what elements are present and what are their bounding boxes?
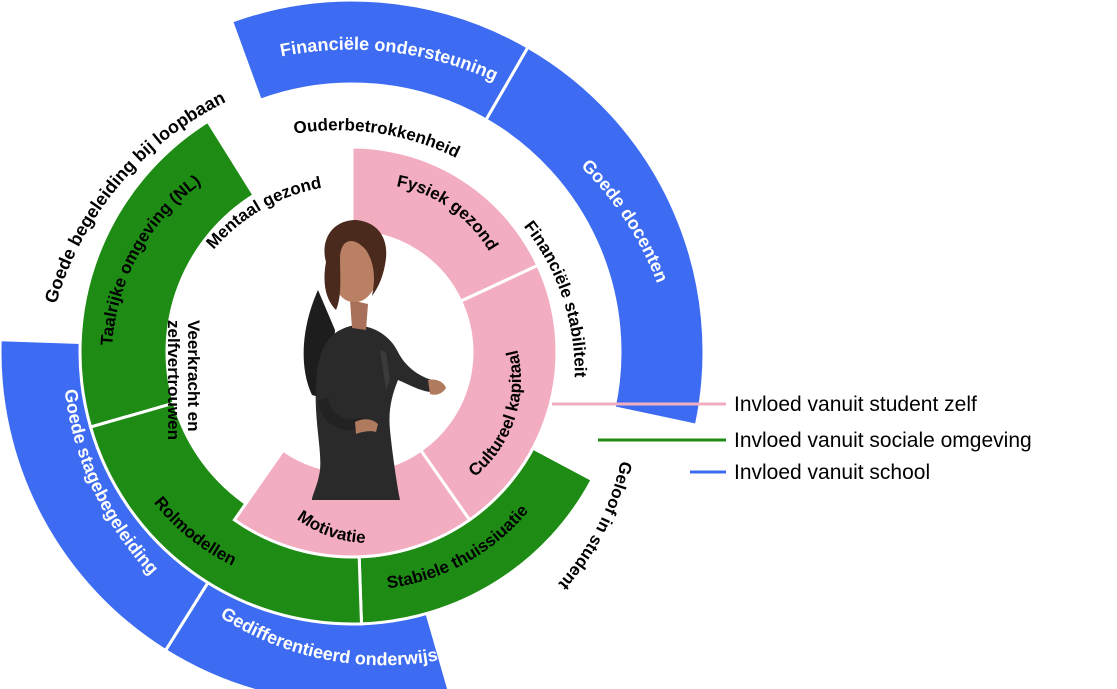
segment-label: zelfvertrouwen: [164, 320, 183, 440]
student-figure-icon: [303, 220, 446, 500]
legend-label-social: Invloed vanuit sociale omgeving: [734, 429, 1032, 452]
ring-segment-cultureel-kapitaal: [418, 263, 559, 523]
legend-label-school: Invloed vanuit school: [734, 461, 930, 484]
diagram-rings: [0, 0, 706, 689]
ring-segment-taalrijke-omgeving: [78, 119, 257, 429]
legend: Invloed vanuit student zelf Invloed vanu…: [552, 393, 1032, 484]
segment-label: Veerkracht en: [184, 320, 203, 432]
legend-label-student: Invloed vanuit student zelf: [734, 393, 977, 416]
ring-segment-goede-docenten: [483, 45, 706, 427]
ring-segment-fysiek-gezond: [350, 145, 540, 304]
